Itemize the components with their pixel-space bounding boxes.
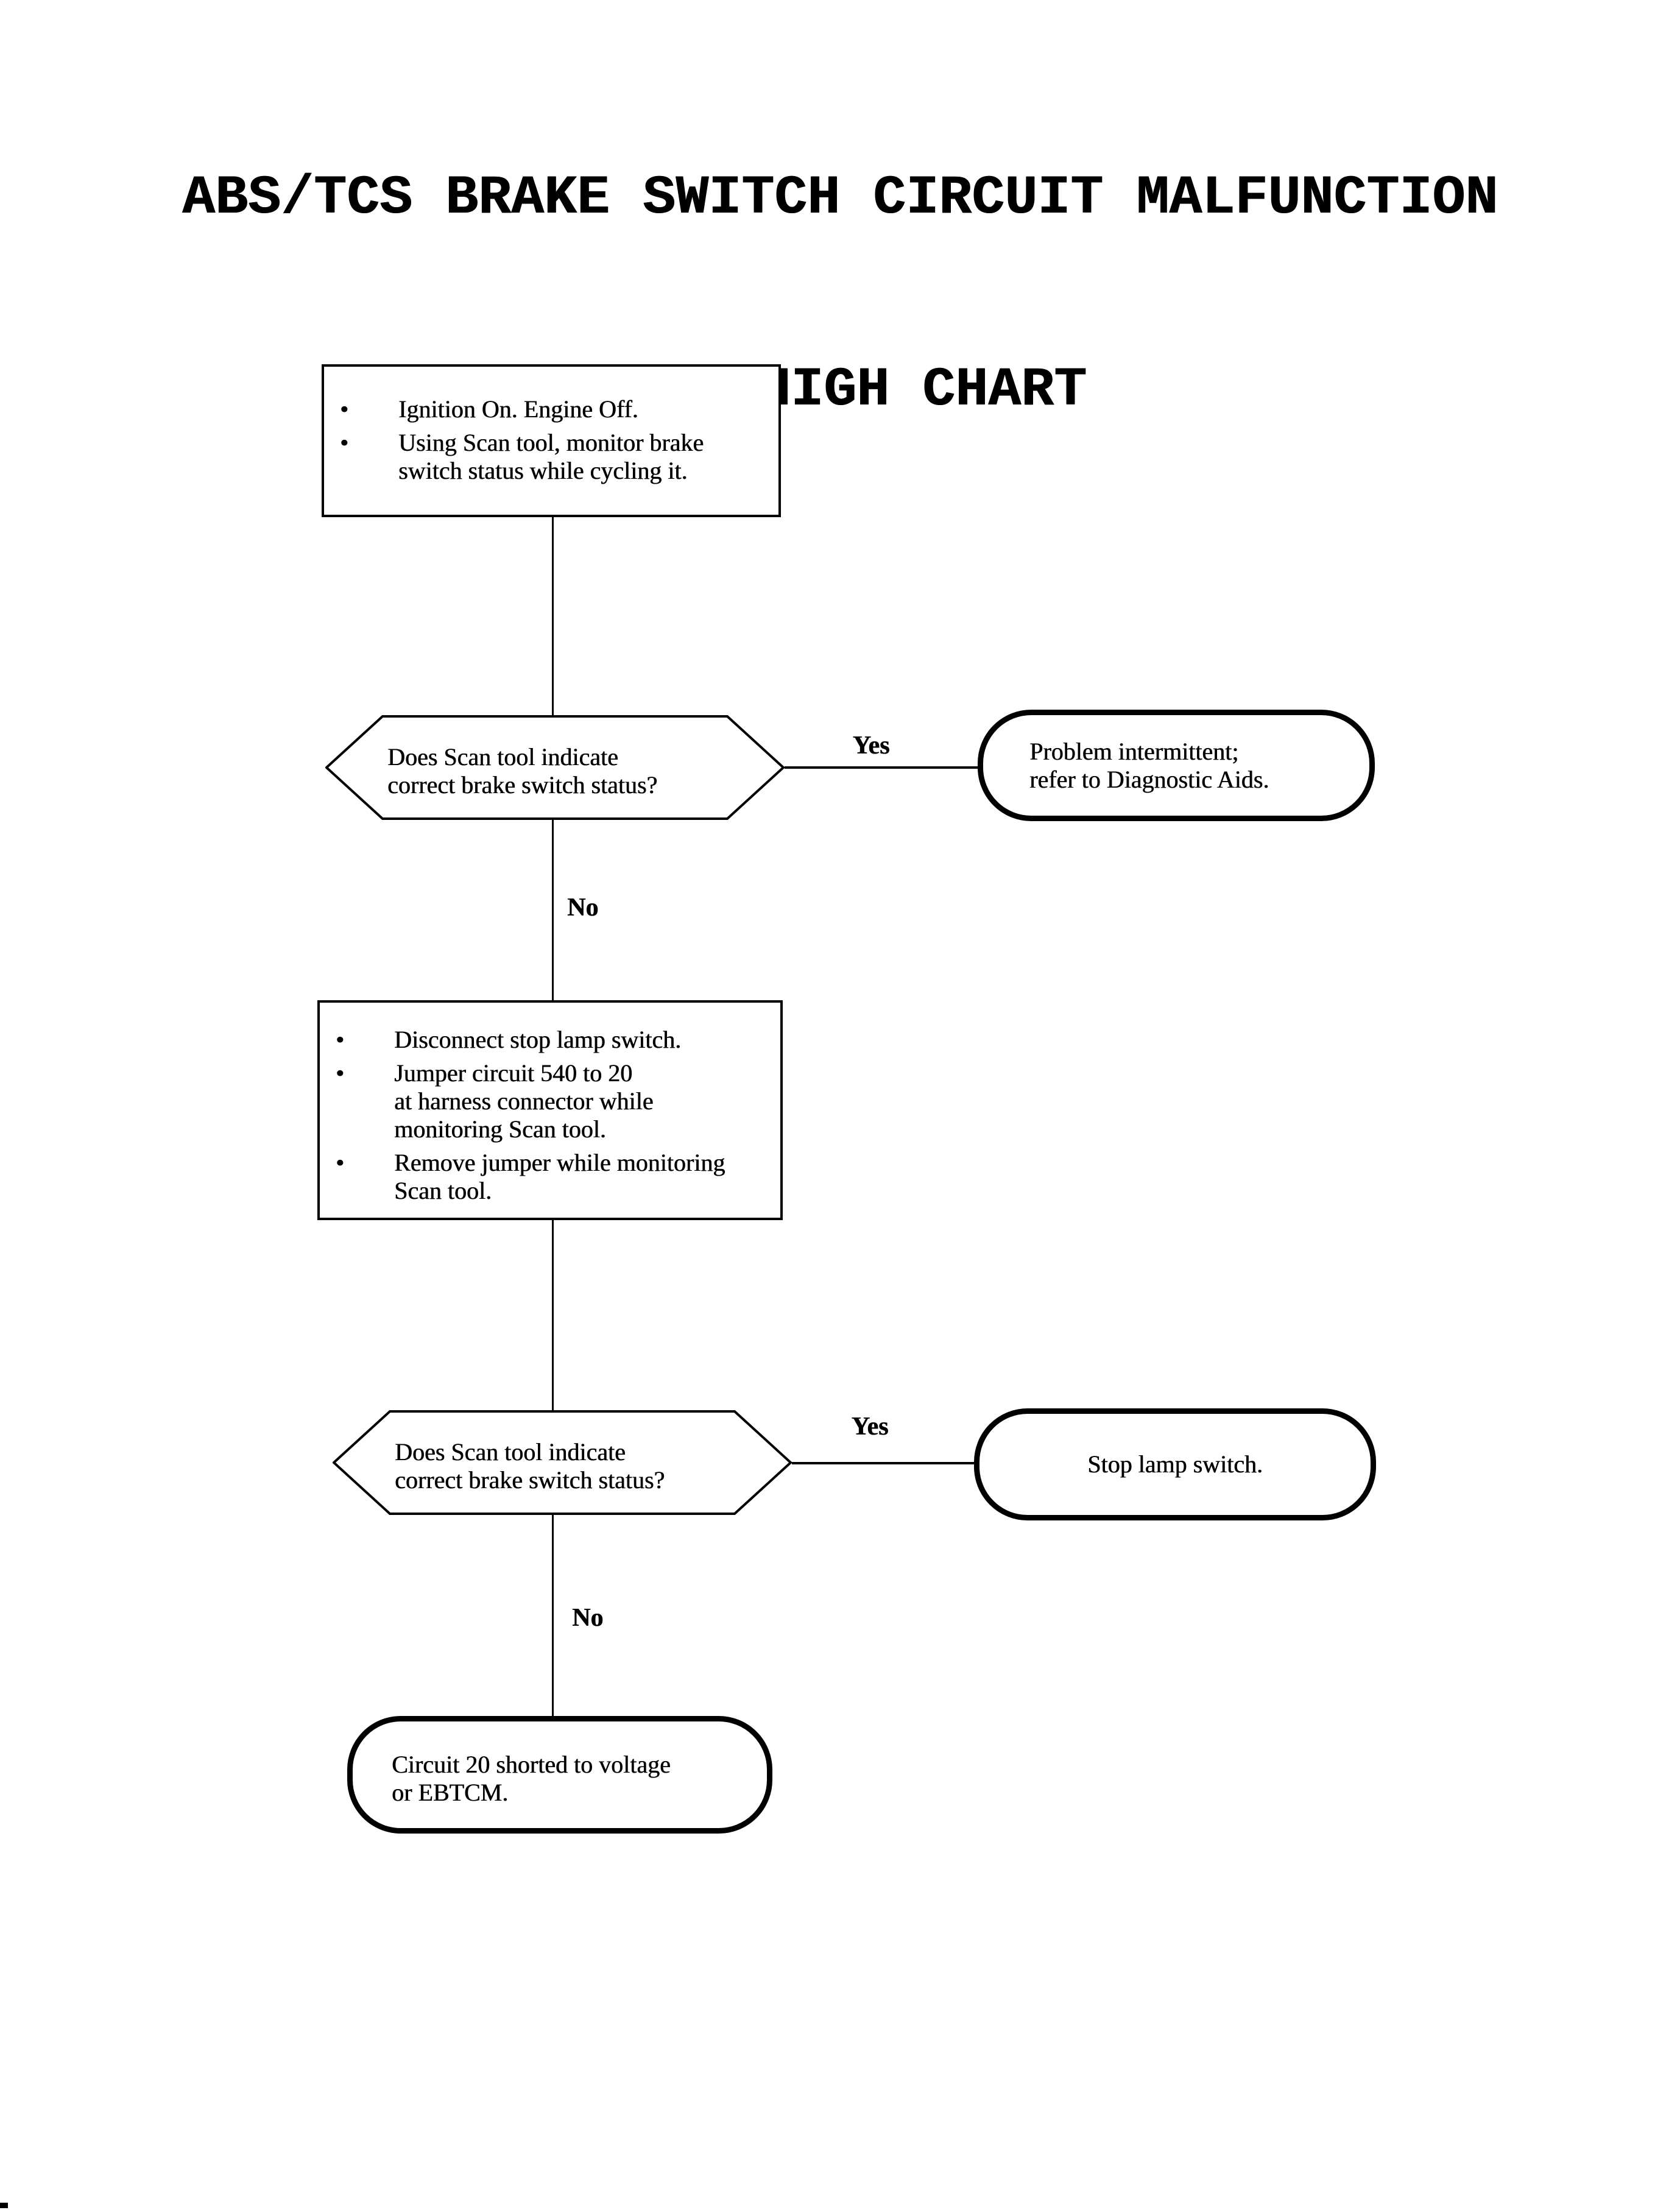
terminal-problem-intermittent: Problem intermittent; refer to Diagnosti…	[978, 710, 1375, 821]
connector-decision1-no	[552, 820, 554, 1000]
process-box-preparation: • Ignition On. Engine Off. • Using Scan …	[322, 364, 781, 517]
text-line: Problem intermittent;	[1029, 737, 1239, 765]
bullet-icon: •	[336, 1059, 345, 1087]
text-line: at harness connector while	[394, 1087, 654, 1115]
bullet-item: • Using Scan tool, monitor brake switch …	[333, 429, 766, 485]
text-line: switch status while cycling it.	[398, 457, 688, 484]
bullet-text: Remove jumper while monitoring Scan tool…	[394, 1149, 768, 1205]
no-label-2: No	[572, 1604, 604, 1632]
text-line: correct brake switch status?	[395, 1466, 665, 1494]
hexagon-outline	[333, 1410, 792, 1515]
text-line: Ignition On. Engine Off.	[398, 395, 638, 423]
terminal-stop-lamp-switch: Stop lamp switch.	[974, 1408, 1376, 1520]
text-line: refer to Diagnostic Aids.	[1029, 765, 1269, 793]
text-line: Disconnect stop lamp switch.	[394, 1026, 682, 1053]
hexagon-outline	[325, 715, 785, 820]
yes-label-1: Yes	[852, 732, 890, 760]
process-box-content: • Disconnect stop lamp switch. • Jumper …	[320, 1003, 780, 1205]
page-title: ABS/TCS BRAKE SWITCH CIRCUIT MALFUNCTION…	[0, 39, 1680, 551]
text-line: Circuit 20 shorted to voltage	[392, 1750, 671, 1778]
no-label-1: No	[567, 894, 599, 922]
decision-question: Does Scan tool indicate correct brake sw…	[387, 722, 760, 820]
process-box-content: • Ignition On. Engine Off. • Using Scan …	[324, 367, 778, 485]
bullet-icon: •	[336, 1026, 345, 1053]
text-line: Does Scan tool indicate	[387, 743, 618, 771]
text-line: Using Scan tool, monitor brake	[398, 429, 704, 456]
text-line: Stop lamp switch.	[1087, 1450, 1263, 1478]
scan-artifact	[0, 2203, 8, 2208]
bullet-text: Ignition On. Engine Off.	[398, 395, 766, 423]
text-line: monitoring Scan tool.	[394, 1115, 606, 1143]
text-line: Jumper circuit 540 to 20	[394, 1059, 633, 1087]
connector-decision1-yes	[785, 766, 978, 769]
bullet-item: • Remove jumper while monitoring Scan to…	[328, 1149, 768, 1205]
text-line: Scan tool.	[394, 1177, 492, 1204]
process-box-jumper-test: • Disconnect stop lamp switch. • Jumper …	[317, 1000, 783, 1220]
text-line: Does Scan tool indicate	[395, 1438, 626, 1466]
yes-label-2: Yes	[851, 1413, 889, 1441]
bullet-icon: •	[340, 429, 349, 456]
decision-hexagon-2: Does Scan tool indicate correct brake sw…	[333, 1410, 792, 1515]
bullet-icon: •	[336, 1149, 345, 1176]
page-title-line1: ABS/TCS BRAKE SWITCH CIRCUIT MALFUNCTION	[182, 168, 1498, 230]
connector-step2-to-decision2	[552, 1220, 554, 1410]
bullet-item: • Disconnect stop lamp switch.	[328, 1026, 768, 1054]
connector-decision2-yes	[792, 1462, 974, 1464]
bullet-item: • Jumper circuit 540 to 20 at harness co…	[328, 1059, 768, 1143]
connector-decision2-no	[552, 1515, 554, 1716]
page-title-line2: FAIL HIGH CHART	[593, 359, 1087, 422]
decision-question: Does Scan tool indicate correct brake sw…	[395, 1417, 768, 1515]
bullet-item: • Ignition On. Engine Off.	[333, 395, 766, 423]
connector-step1-to-decision1	[552, 517, 554, 715]
decision-hexagon-1: Does Scan tool indicate correct brake sw…	[325, 715, 785, 820]
text-line: or EBTCM.	[392, 1778, 509, 1806]
bullet-text: Disconnect stop lamp switch.	[394, 1026, 768, 1054]
bullet-text: Jumper circuit 540 to 20 at harness conn…	[394, 1059, 768, 1143]
bullet-text: Using Scan tool, monitor brake switch st…	[398, 429, 766, 485]
text-line: Remove jumper while monitoring	[394, 1149, 725, 1176]
terminal-circuit-shorted: Circuit 20 shorted to voltage or EBTCM.	[347, 1716, 772, 1834]
bullet-icon: •	[340, 395, 349, 423]
text-line: correct brake switch status?	[387, 771, 658, 799]
